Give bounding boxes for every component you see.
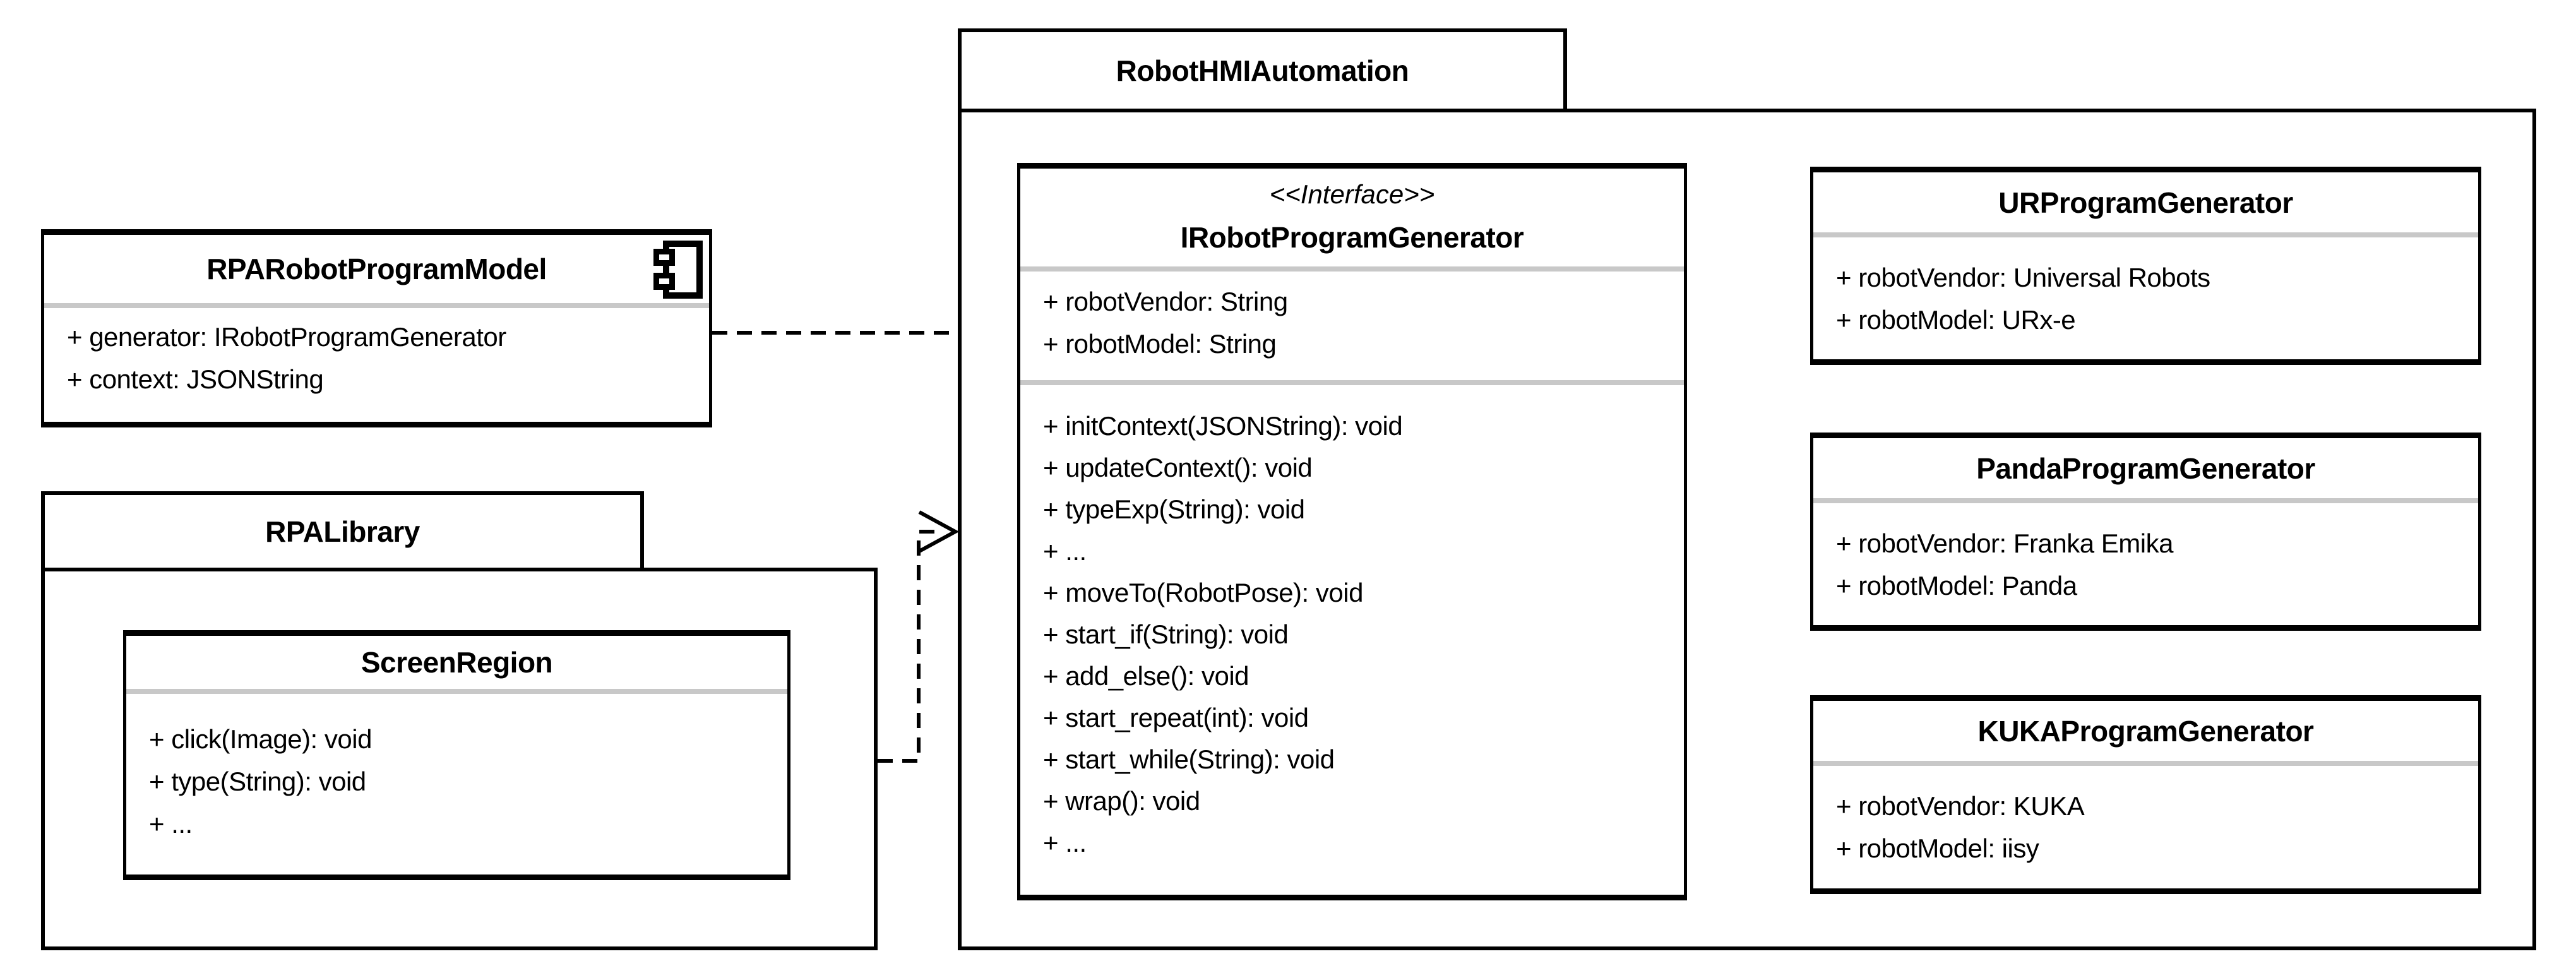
attribute: + generator: IRobotProgramGenerator [67,322,506,352]
method: + ... [149,809,193,839]
package-name: RobotHMIAutomation [1116,54,1409,87]
class-panda-program-generator: PandaProgramGenerator + robotVendor: Fra… [1810,433,2481,631]
interface-name: IRobotProgramGenerator [1180,220,1524,254]
method-list: + initContext(JSONString): void + update… [1020,385,1684,864]
method: + start_repeat(int): void [1043,703,1309,732]
attribute: + context: JSONString [67,364,324,394]
method: + moveTo(RobotPose): void [1043,578,1363,607]
attribute-list: + robotVendor: String + robotModel: Stri… [1020,272,1684,385]
component-icon-tab [653,273,675,290]
attribute: + robotVendor: String [1043,287,1288,316]
dependency-library-to-package [878,510,960,763]
attribute-list: + robotVendor: Franka Emika + robotModel… [1813,503,2478,607]
interface-irobot-program-generator: <<Interface>> IRobotProgramGenerator + r… [1017,163,1687,900]
attribute-list: + robotVendor: Universal Robots + robotM… [1813,237,2478,341]
class-header: KUKAProgramGenerator [1813,701,2478,766]
attribute: + robotVendor: Universal Robots [1836,263,2210,292]
class-header: URProgramGenerator [1813,172,2478,237]
attribute: + robotVendor: Franka Emika [1836,528,2173,558]
component-icon [653,241,703,299]
component-icon-tab [653,249,675,266]
method: + type(String): void [149,767,366,796]
method: + typeExp(String): void [1043,494,1305,524]
attribute-list: + robotVendor: KUKA + robotModel: iisy [1813,766,2478,869]
method: + wrap(): void [1043,786,1200,816]
method: + ... [1043,828,1087,857]
method: + add_else(): void [1043,661,1249,691]
attribute: + robotModel: Panda [1836,571,2077,600]
attribute: + robotModel: URx-e [1836,305,2076,335]
class-screen-region: ScreenRegion + click(Image): void + type… [123,630,790,880]
attribute: + robotVendor: KUKA [1836,791,2085,821]
method: + click(Image): void [149,724,372,754]
class-rpa-robot-program-model: RPARobotProgramModel + generator: IRobot… [41,229,712,427]
method: + start_if(String): void [1043,619,1289,649]
class-name: URProgramGenerator [1998,186,2293,219]
class-header: ScreenRegion [126,636,787,694]
attribute: + robotModel: iisy [1836,833,2039,863]
class-header: RPARobotProgramModel [44,235,709,308]
class-name: PandaProgramGenerator [1976,451,2315,485]
package-tab-robot-hmi-automation: RobotHMIAutomation [958,28,1567,112]
class-name: RPARobotProgramModel [206,253,547,285]
class-name: KUKAProgramGenerator [1977,714,2314,748]
method: + ... [1043,536,1087,566]
package-name: RPALibrary [265,515,420,548]
attribute-list: + generator: IRobotProgramGenerator + co… [44,308,709,400]
method: + initContext(JSONString): void [1043,411,1403,441]
interface-header: <<Interface>> IRobotProgramGenerator [1020,169,1684,272]
method-list: + click(Image): void + type(String): voi… [126,694,787,845]
attribute: + robotModel: String [1043,329,1277,359]
class-header: PandaProgramGenerator [1813,438,2478,503]
method: + updateContext(): void [1043,453,1313,482]
interface-stereotype: <<Interface>> [1269,179,1435,209]
class-kuka-program-generator: KUKAProgramGenerator + robotVendor: KUKA… [1810,695,2481,894]
method: + start_while(String): void [1043,744,1335,774]
package-tab-rpa-library: RPALibrary [41,491,644,571]
class-name: ScreenRegion [361,646,553,679]
class-ur-program-generator: URProgramGenerator + robotVendor: Univer… [1810,167,2481,365]
